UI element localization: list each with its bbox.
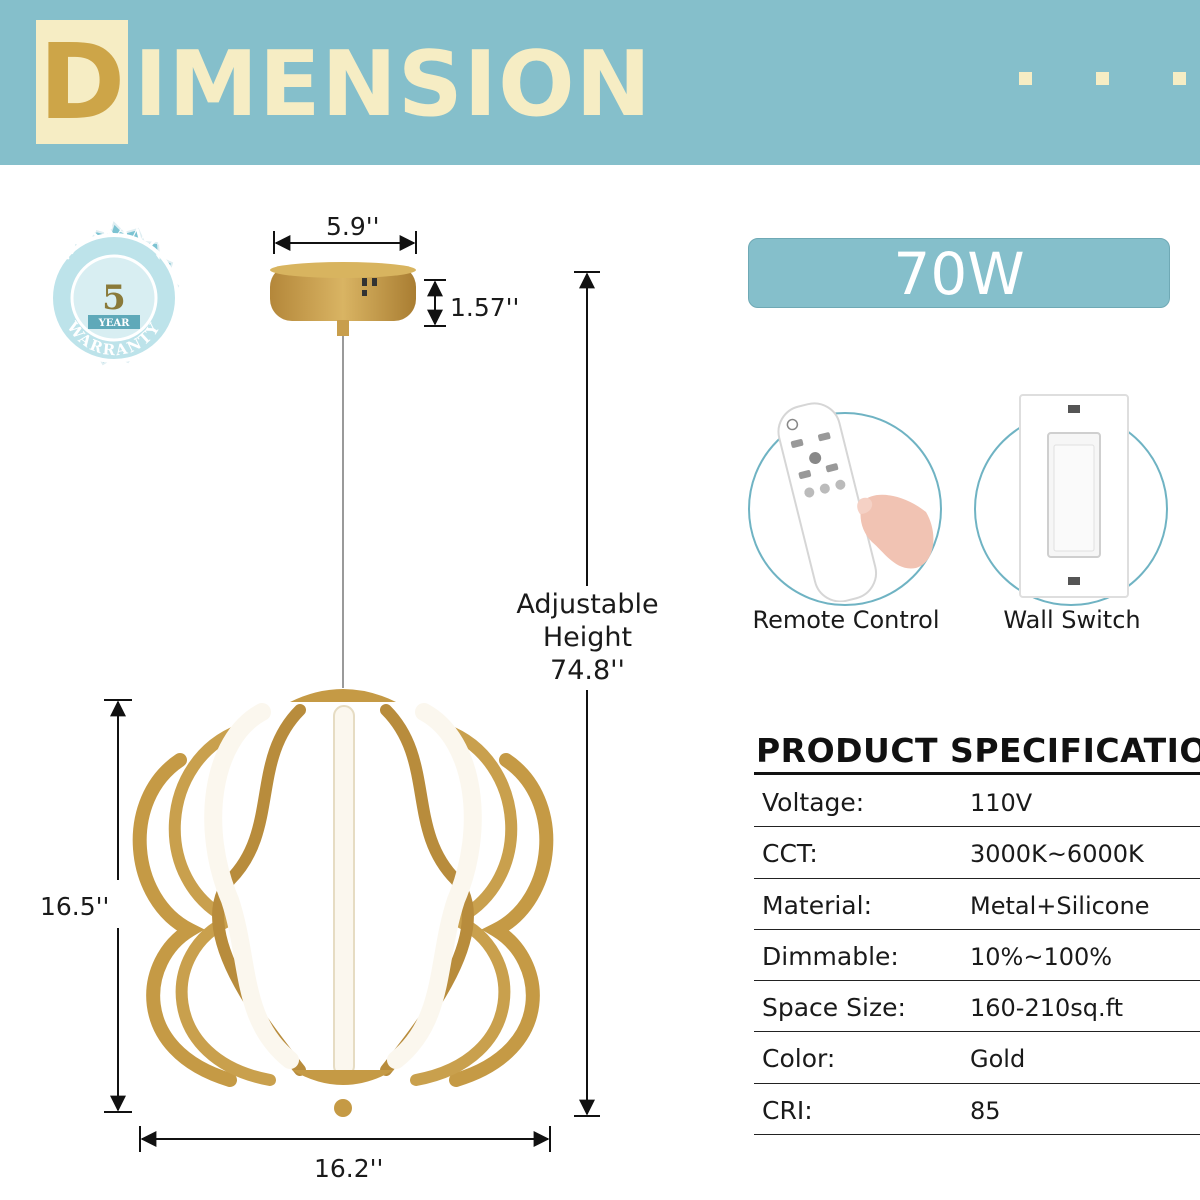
lamp-dimension-drawing bbox=[104, 231, 600, 1152]
adjustable-height-label: Adjustable Height 74.8'' bbox=[500, 588, 675, 687]
adjustable-height-line bbox=[574, 271, 600, 1117]
seal-year: YEAR bbox=[98, 318, 131, 329]
spec-row-voltage: Voltage: 110V bbox=[754, 776, 1200, 828]
spec-table: Voltage: 110V CCT: 3000K~6000K Material:… bbox=[754, 776, 1200, 1136]
body-height-value: 16.5'' bbox=[40, 892, 110, 921]
remote-control-icon bbox=[777, 402, 934, 602]
canopy-width-value: 5.9'' bbox=[326, 212, 380, 241]
title-initial-box: D bbox=[36, 20, 128, 144]
spec-row-space-size: Space Size: 160-210sq.ft bbox=[754, 981, 1200, 1033]
spec-value: 160-210sq.ft bbox=[970, 994, 1124, 1023]
spec-key: Material: bbox=[762, 890, 872, 920]
spec-key: Dimmable: bbox=[762, 941, 899, 971]
adjustable-height-value: 74.8'' bbox=[550, 655, 625, 686]
spec-key: Space Size: bbox=[762, 993, 906, 1023]
wattage-badge: 70W bbox=[748, 238, 1170, 308]
canopy-height-line bbox=[424, 279, 446, 327]
spec-row-color: Color: Gold bbox=[754, 1032, 1200, 1084]
spec-key: Color: bbox=[762, 1044, 836, 1074]
spec-value: 10%~100% bbox=[970, 942, 1113, 971]
dot bbox=[1096, 72, 1109, 85]
body-height-line bbox=[104, 699, 132, 1113]
remote-control-label: Remote Control bbox=[752, 606, 940, 634]
body-width-line bbox=[139, 1126, 551, 1152]
header-banner: D IMENSION bbox=[0, 0, 1200, 165]
adjustable-height-line1: Adjustable bbox=[516, 589, 659, 620]
lamp-body bbox=[132, 689, 554, 1117]
spec-row-dimmable: Dimmable: 10%~100% bbox=[754, 930, 1200, 982]
dot bbox=[1019, 72, 1032, 85]
spec-row-cct: CCT: 3000K~6000K bbox=[754, 827, 1200, 879]
spec-value: Metal+Silicone bbox=[970, 891, 1150, 920]
seal-year-ribbon bbox=[88, 315, 140, 329]
spec-value: 85 bbox=[970, 1096, 1001, 1125]
spec-value: 3000K~6000K bbox=[970, 840, 1144, 869]
title-initial: D bbox=[38, 21, 126, 143]
spec-title: PRODUCT SPECIFICATION bbox=[756, 731, 1200, 770]
decorative-dots bbox=[1019, 72, 1186, 85]
warranty-seal: WARRANTY WARRANTY 5 YEAR bbox=[49, 221, 180, 366]
spec-key: Voltage: bbox=[762, 788, 865, 817]
remote-control-circle bbox=[748, 412, 942, 606]
page-title: IMENSION bbox=[134, 32, 652, 137]
seal-number: 5 bbox=[102, 278, 126, 318]
dot bbox=[1173, 72, 1186, 85]
spec-row-material: Material: Metal+Silicone bbox=[754, 879, 1200, 930]
spec-key: CCT: bbox=[762, 839, 818, 869]
lamp-canopy bbox=[270, 262, 416, 336]
spec-title-rule bbox=[754, 772, 1200, 775]
wall-switch-label: Wall Switch bbox=[1003, 606, 1141, 634]
wall-switch-icon bbox=[1019, 394, 1129, 598]
canopy-height-value: 1.57'' bbox=[450, 293, 520, 322]
adjustable-height-line2: Height bbox=[542, 622, 633, 653]
canopy-width-line bbox=[273, 231, 417, 254]
spec-row-cri: CRI: 85 bbox=[754, 1084, 1200, 1136]
spec-key: CRI: bbox=[762, 1095, 813, 1125]
spec-value: 110V bbox=[970, 789, 1033, 817]
body-width-value: 16.2'' bbox=[314, 1154, 384, 1183]
spec-value: Gold bbox=[970, 1045, 1026, 1074]
